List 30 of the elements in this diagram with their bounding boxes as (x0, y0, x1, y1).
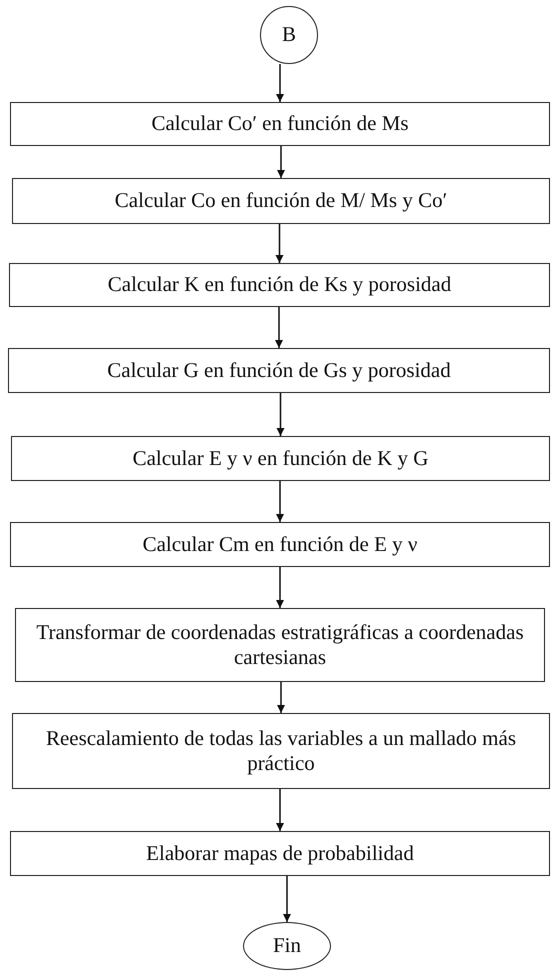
step-text: Calcular Co en función de M/ Ms y Co′ (114, 188, 448, 214)
step-text: B (280, 22, 297, 48)
process-box (10, 522, 550, 567)
process-box (12, 178, 550, 224)
step-text: Reescalamiento de todas las variables a un mallado más práctico (44, 726, 517, 776)
arrow (276, 393, 284, 436)
process-box (15, 608, 545, 682)
step-text: Calcular E y ν en función de K y G (132, 446, 430, 472)
step-text: Calcular K en función de Ks y porosidad (106, 272, 452, 298)
process-box (9, 263, 550, 307)
arrow (277, 682, 285, 713)
step-text: Elaborar mapas de probabilidad (145, 840, 415, 866)
process-box (8, 348, 550, 393)
step-text: Calcular Cm en función de E y ν (142, 532, 418, 558)
arrow (275, 307, 283, 348)
arrow (276, 224, 284, 263)
arrow (276, 789, 284, 831)
process-box (10, 831, 550, 876)
arrow (276, 481, 284, 522)
arrow (276, 64, 284, 102)
step-text: Transformar de coordenadas estratigráficas a coordenadas cartesianas (35, 620, 525, 670)
process-box (10, 102, 550, 146)
arrow (277, 146, 285, 178)
arrow (283, 876, 291, 922)
process-box (11, 436, 550, 481)
step-text: Calcular G en función de Gs y porosidad (106, 358, 452, 384)
process-box (12, 713, 550, 789)
step-text: Calcular Co′ en función de Ms (150, 111, 410, 137)
arrow (276, 567, 284, 608)
step-text: Fin (272, 933, 302, 959)
